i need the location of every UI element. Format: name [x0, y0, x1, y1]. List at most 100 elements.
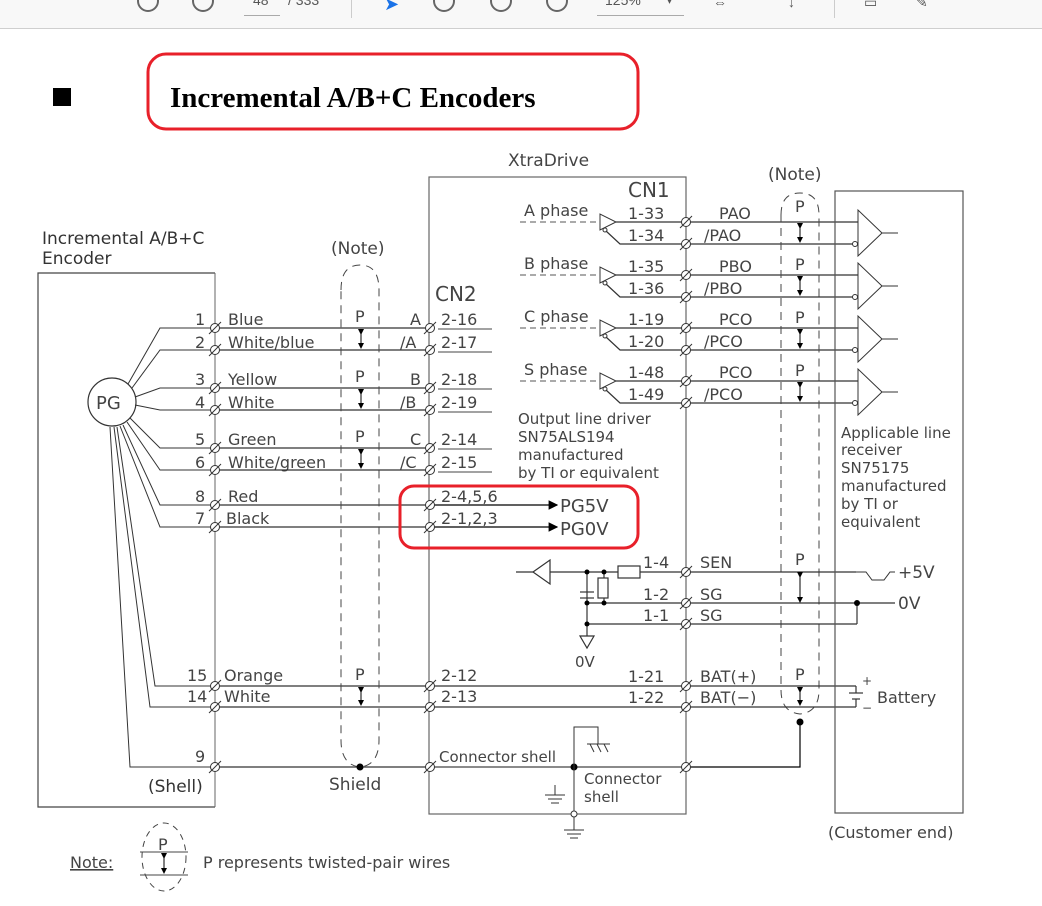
line-driver-icon — [599, 319, 618, 337]
pg-fan-wires — [109, 327, 215, 768]
wire-color: White/green — [228, 453, 326, 472]
cn1-pin-neg: 1-36 — [628, 279, 664, 298]
bat-minus-pin: 1-22 — [628, 688, 664, 707]
terminal-slash — [208, 498, 222, 512]
receiver-bubble — [852, 241, 858, 247]
cn2-label: CN2 — [435, 282, 477, 306]
terminal-slash — [423, 343, 437, 357]
signal-wire-neg — [605, 230, 858, 245]
customer-end-label: (Customer end) — [828, 823, 953, 842]
customer-box — [834, 190, 964, 814]
pin-num: 9 — [195, 747, 205, 766]
receiver-bubble — [852, 347, 858, 353]
frame-ground-wire — [573, 726, 599, 767]
terminal-slash — [679, 321, 693, 335]
battery-minus: − — [862, 701, 872, 715]
terminal-slash — [208, 679, 222, 693]
pg5v-label: PG5V — [560, 496, 609, 517]
terminal-slash — [423, 760, 437, 774]
pin-num: 3 — [195, 370, 205, 389]
receiver-note-line: by TI or — [841, 495, 899, 513]
bat-plus-label: BAT(+) — [700, 667, 756, 686]
connector-shell-label: Connector shell — [439, 748, 556, 766]
wire-color: Red — [228, 487, 258, 506]
cn1-pin-neg: 1-20 — [628, 332, 664, 351]
line-driver-icon — [599, 266, 618, 284]
pin-num: 7 — [195, 509, 205, 528]
cn1-pin-pos: 1-19 — [628, 310, 664, 329]
terminal-slash — [423, 463, 437, 477]
connector-shell2-line2: shell — [584, 788, 619, 806]
shield-junction — [356, 763, 364, 771]
drive-box — [428, 176, 687, 815]
receiver-bubble — [852, 294, 858, 300]
legend-text: P represents twisted-pair wires — [203, 853, 450, 872]
signal-neg-label: /PCO — [704, 385, 743, 404]
line-receiver-icon — [857, 261, 883, 311]
toolbar-divider — [834, 0, 835, 18]
terminal-slash — [679, 237, 693, 251]
cn1-pin-neg: 1-49 — [628, 385, 664, 404]
cn2-pin: 2-4,5,6 — [441, 487, 498, 506]
output-note-label: (Note) — [768, 165, 822, 185]
cn2-pin: 2-13 — [441, 687, 477, 706]
legend-twist-symbol — [141, 822, 187, 892]
pin-num: 2 — [195, 333, 205, 352]
wire-color: White/blue — [228, 333, 315, 352]
pin-num: 1 — [195, 310, 205, 329]
connector-shell2-line1: Connector — [584, 770, 662, 788]
terminal-slash — [679, 596, 693, 610]
twisted-pair-p: P — [795, 255, 805, 274]
terminal-slash — [679, 290, 693, 304]
receiver-note-line: SN75175 — [841, 459, 909, 477]
cn2-sig: A — [410, 310, 421, 329]
receiver-bubble — [852, 400, 858, 406]
pin-num: 14 — [187, 687, 207, 706]
twisted-pair-p: P — [355, 427, 365, 446]
signal-neg-label: /PCO — [704, 332, 743, 351]
terminal-slash — [679, 343, 693, 357]
receiver-note-line: Applicable line — [841, 424, 951, 442]
sg1-label: SG — [700, 585, 723, 604]
terminal-slash — [423, 381, 437, 395]
chevron-down-icon[interactable]: ▾ — [667, 0, 673, 7]
pg-circle — [87, 377, 137, 427]
phase-label: S phase — [524, 360, 588, 379]
wire-color: Green — [228, 430, 276, 449]
cn1-pin-pos: 1-33 — [628, 204, 664, 223]
cn2-pin: 2-19 — [441, 393, 477, 412]
signal-pos-label: PBO — [719, 257, 752, 276]
sen-pin: 1-4 — [643, 553, 669, 572]
cn2-pin: 2-17 — [441, 333, 477, 352]
line-receiver-icon — [857, 367, 883, 417]
scroll-icon[interactable]: ↓ — [788, 0, 795, 10]
terminal-slash — [208, 321, 222, 335]
drive-name: XtraDrive — [508, 151, 589, 171]
wire-color: Orange — [224, 666, 283, 685]
pin-num: 6 — [195, 453, 205, 472]
signal-neg-label: /PBO — [704, 279, 742, 298]
toolbar-divider — [351, 0, 352, 18]
twisted-pair-p: P — [795, 308, 805, 327]
signal-wire-neg — [605, 336, 858, 351]
page-number-input[interactable]: 48 — [253, 0, 269, 8]
signal-pos-label: PCO — [719, 310, 752, 329]
zoom-level-select[interactable]: 125% — [605, 0, 641, 8]
cn2-pin: 2-12 — [441, 666, 477, 685]
bat-plus-pin: 1-21 — [628, 667, 664, 686]
battery-label: Battery — [877, 688, 936, 707]
pdf-toolbar: 48 / 333 ➤ 125% ▾ ⇔ ↓ ▭ ✎ — [0, 0, 1042, 29]
line-driver-icon — [599, 372, 618, 390]
highlight-icon[interactable]: ✎ — [916, 0, 928, 10]
shield-outline — [340, 264, 380, 768]
cn2-sig: C — [410, 430, 421, 449]
fit-page-icon[interactable]: ⇔ — [713, 0, 727, 10]
pin-num: 8 — [195, 487, 205, 506]
pin-num: 15 — [187, 666, 207, 685]
select-cursor-icon[interactable]: ➤ — [384, 0, 400, 14]
comment-icon[interactable]: ▭ — [864, 0, 878, 10]
sg2-label: SG — [700, 606, 723, 625]
cable-note-label: (Note) — [331, 239, 385, 259]
terminal-slash — [423, 403, 437, 417]
